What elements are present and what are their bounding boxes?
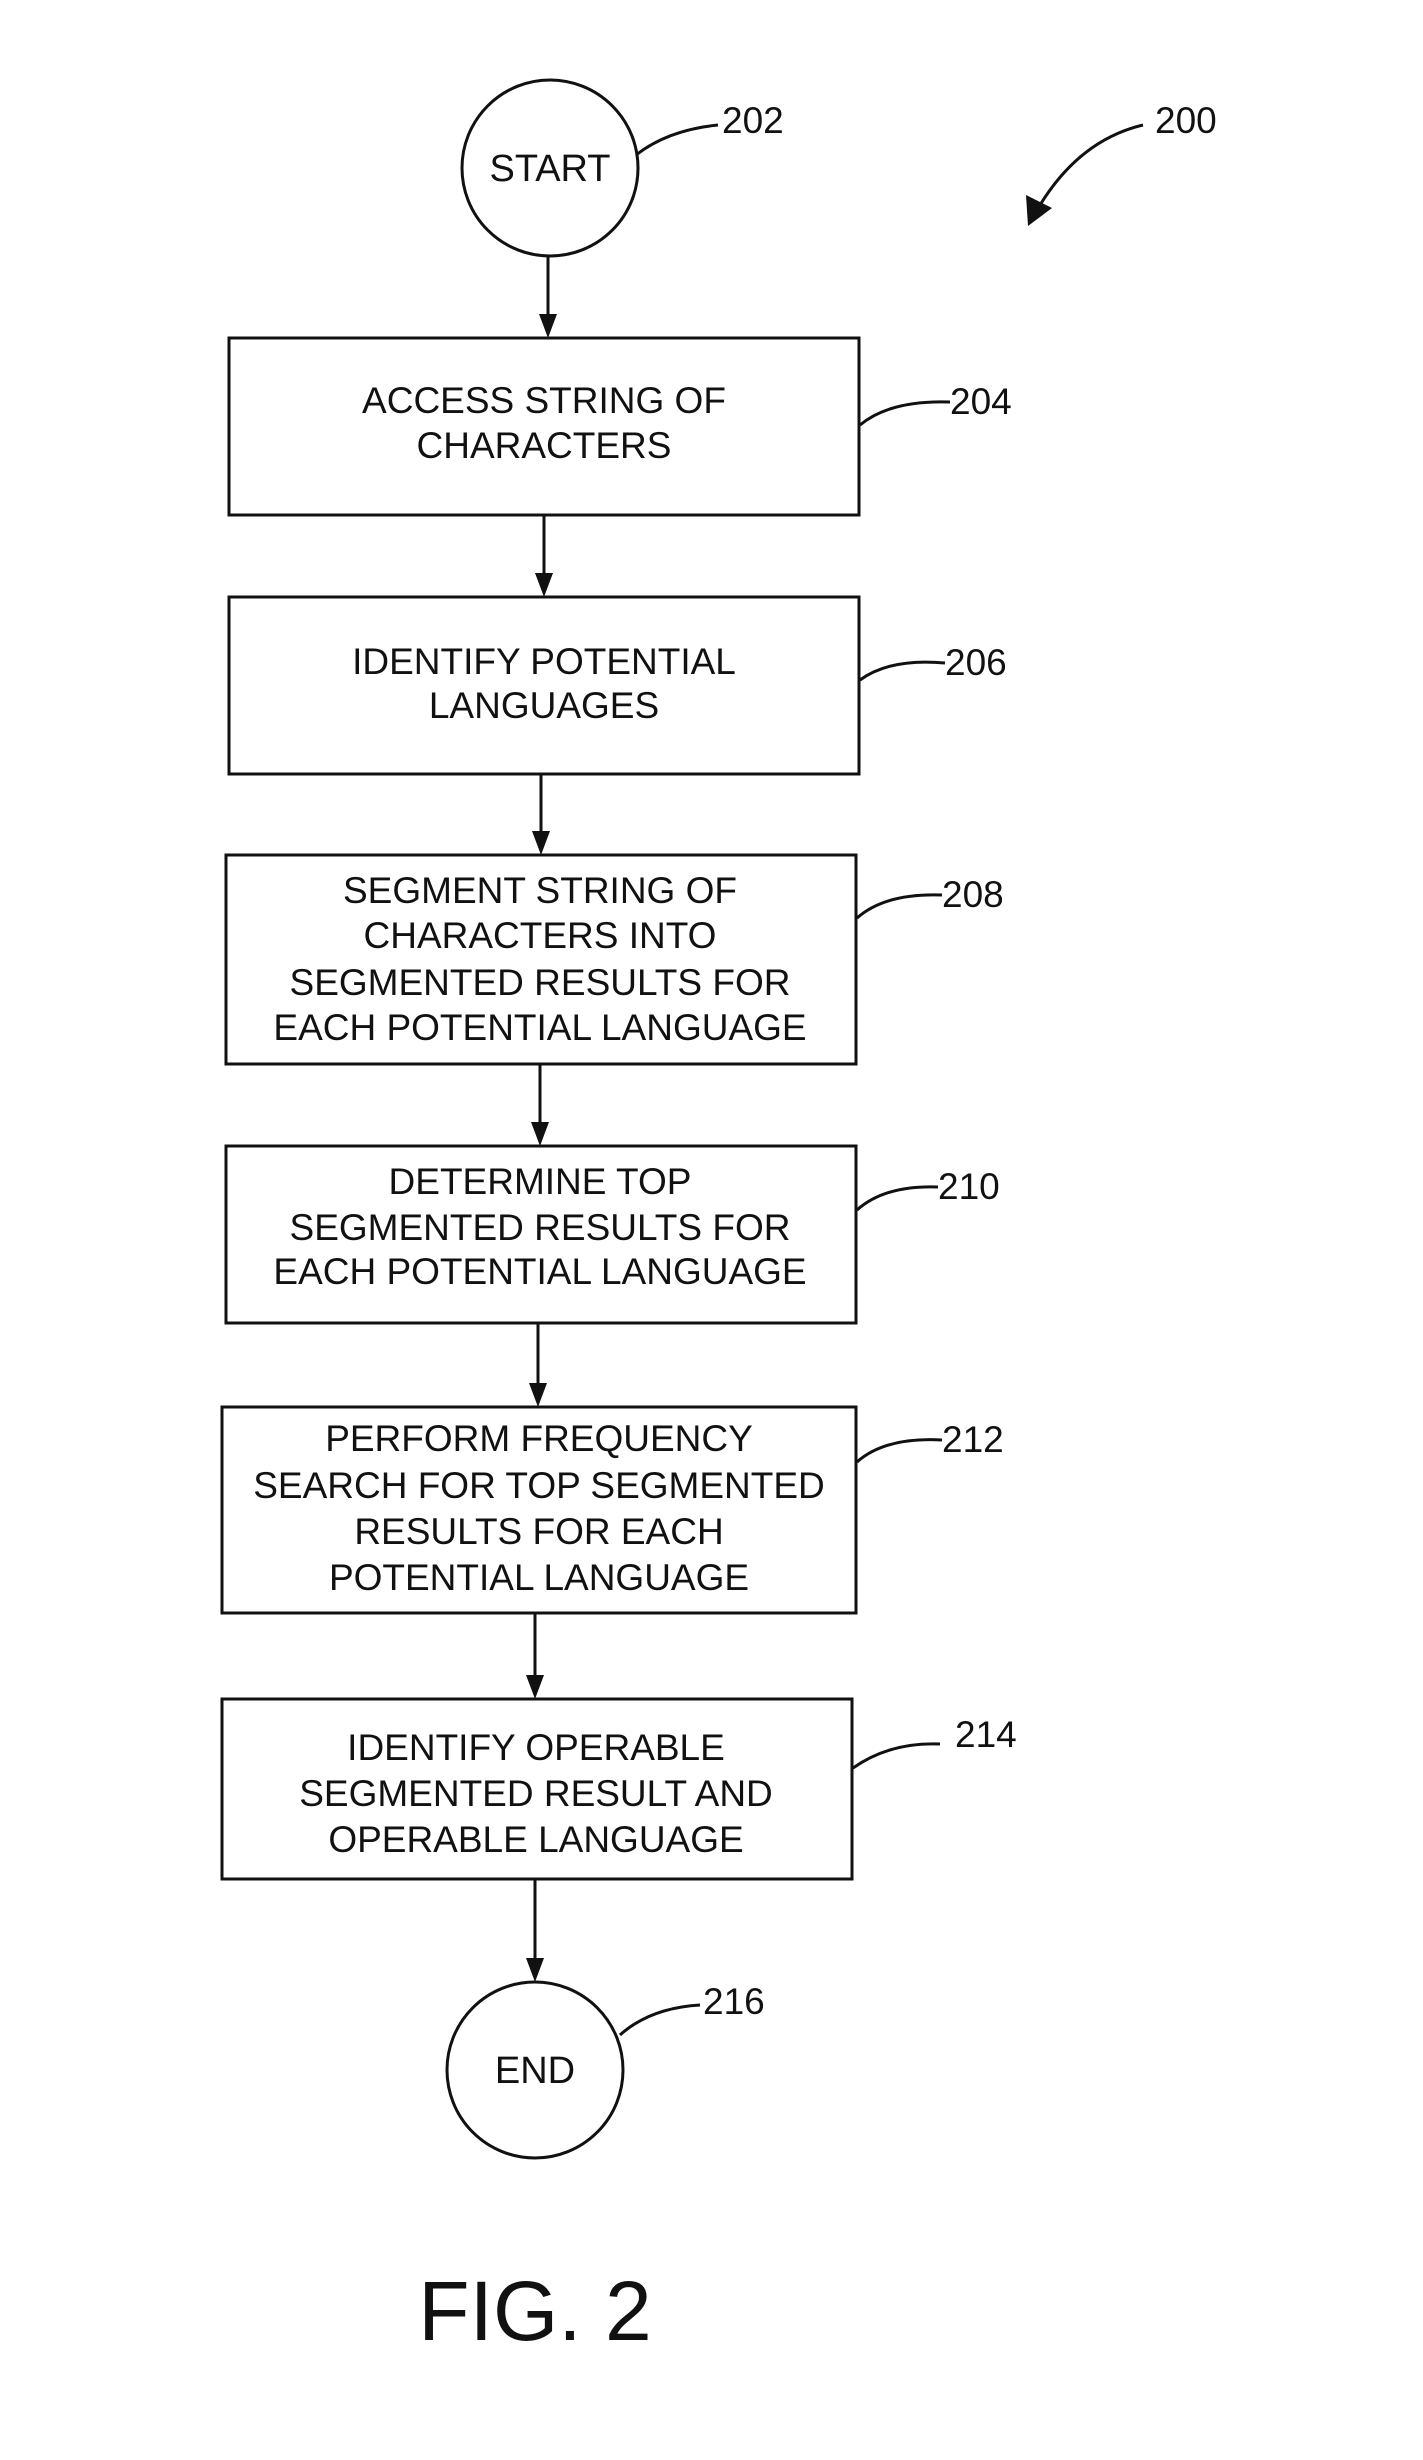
connector-206-208-arrowhead [532, 831, 550, 855]
figure-ref-pointer [1040, 125, 1143, 205]
step-204-line-1: ACCESS STRING OF [362, 380, 726, 421]
start-label: START [489, 148, 610, 190]
connector-204-206-arrowhead [535, 573, 553, 597]
step-210-line-3: EACH POTENTIAL LANGUAGE [273, 1251, 806, 1292]
step-206-line-1: IDENTIFY POTENTIAL [352, 641, 736, 682]
connector-210-212-arrowhead [529, 1383, 547, 1407]
step-212-line-2: SEARCH FOR TOP SEGMENTED [253, 1465, 825, 1506]
step-212-line-1: PERFORM FREQUENCY [325, 1418, 753, 1459]
step-204-ref-label: 204 [950, 381, 1012, 422]
step-210-line-1: DETERMINE TOP [389, 1161, 692, 1202]
start-ref-label: 202 [722, 100, 784, 141]
figure-caption: FIG. 2 [418, 2264, 651, 2358]
step-206-ref-label: 206 [945, 642, 1007, 683]
step-210-line-2: SEGMENTED RESULTS FOR [290, 1207, 791, 1248]
step-208-line-1: SEGMENT STRING OF [343, 870, 737, 911]
step-214-line-2: SEGMENTED RESULT AND [299, 1773, 773, 1814]
step-214-ref-label: 214 [955, 1714, 1017, 1755]
step-210-leader-line [857, 1187, 938, 1210]
step-214-line-1: IDENTIFY OPERABLE [347, 1727, 725, 1768]
step-214-leader-line [853, 1744, 940, 1768]
step-210-ref-label: 210 [938, 1166, 1000, 1207]
start-leader-line [636, 125, 718, 155]
step-208-ref-label: 208 [942, 874, 1004, 915]
connector-208-210-arrowhead [531, 1122, 549, 1146]
figure-ref-arrowhead [1026, 195, 1052, 226]
step-212-line-3: RESULTS FOR EACH [354, 1511, 723, 1552]
step-208-line-2: CHARACTERS INTO [364, 915, 717, 956]
step-204-line-2: CHARACTERS [417, 425, 672, 466]
connector-start-204-arrowhead [539, 314, 557, 338]
end-leader-line [620, 2005, 700, 2035]
end-ref-label: 216 [703, 1981, 765, 2022]
connector-212-214-arrowhead [526, 1675, 544, 1699]
end-label: END [495, 2050, 575, 2092]
step-212-leader-line [857, 1440, 942, 1462]
step-204-leader-line [860, 402, 950, 425]
step-212-line-4: POTENTIAL LANGUAGE [329, 1557, 749, 1598]
step-214-line-3: OPERABLE LANGUAGE [328, 1819, 743, 1860]
figure-ref-label: 200 [1155, 100, 1217, 141]
connector-214-end-arrowhead [526, 1958, 544, 1982]
step-206-line-2: LANGUAGES [429, 685, 659, 726]
step-208-leader-line [857, 895, 942, 918]
step-208-line-4: EACH POTENTIAL LANGUAGE [273, 1007, 806, 1048]
step-208-line-3: SEGMENTED RESULTS FOR [290, 962, 791, 1003]
step-206-leader-line [860, 662, 945, 680]
step-212-ref-label: 212 [942, 1419, 1004, 1460]
